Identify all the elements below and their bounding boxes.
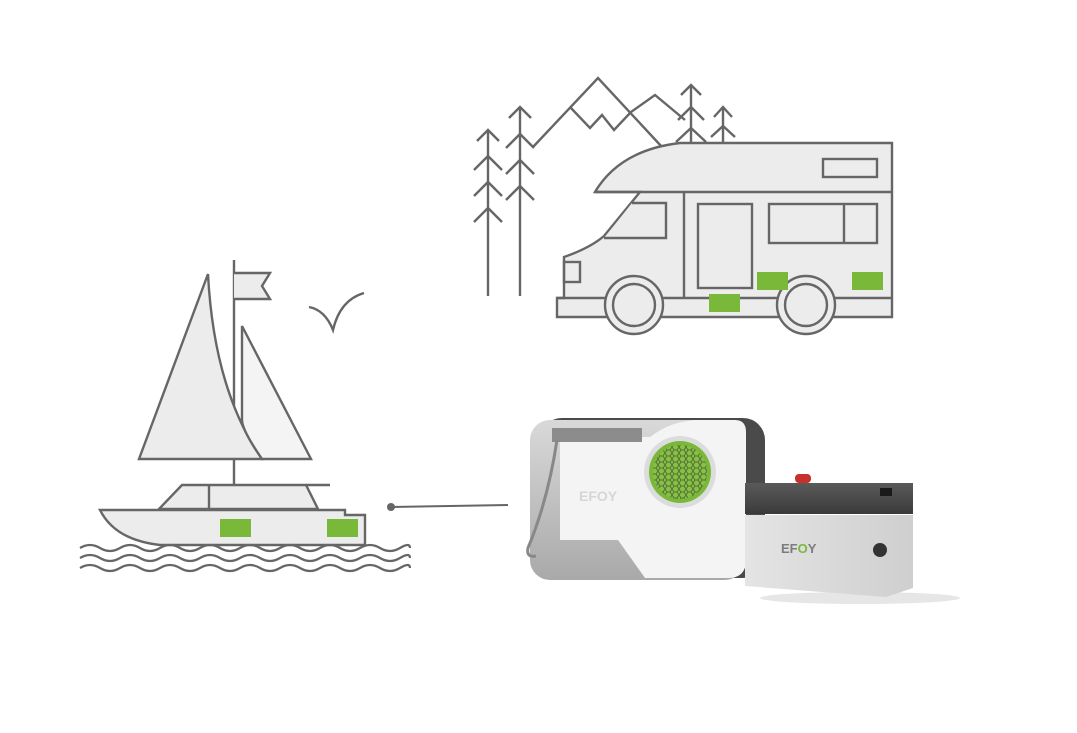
efoy-location-marker	[852, 272, 883, 290]
efoy-location-marker	[757, 272, 788, 290]
efoy-fuel-cell: EFOY	[526, 418, 765, 580]
waves-icon	[79, 543, 412, 573]
efoy-logo: EFOY	[579, 488, 618, 504]
motorhome-icon	[555, 141, 894, 336]
efoy-location-marker	[709, 294, 740, 312]
pine-tree-icon	[473, 128, 503, 296]
sailboat-scene	[79, 260, 412, 573]
pine-tree-icon	[675, 83, 707, 144]
pine-tree-icon	[710, 105, 736, 144]
pine-tree-icon	[505, 105, 535, 296]
sailboat-icon	[98, 260, 367, 547]
mountains-icon	[532, 76, 686, 148]
seagull-icon	[308, 291, 365, 334]
efoy-location-marker	[220, 519, 251, 537]
efoy-fuel-tank: EFOY	[745, 474, 960, 604]
tank-logo: EFOY	[781, 541, 817, 556]
efoy-location-marker	[327, 519, 358, 537]
connector-line	[387, 503, 509, 511]
motorhome-scene	[473, 76, 894, 336]
